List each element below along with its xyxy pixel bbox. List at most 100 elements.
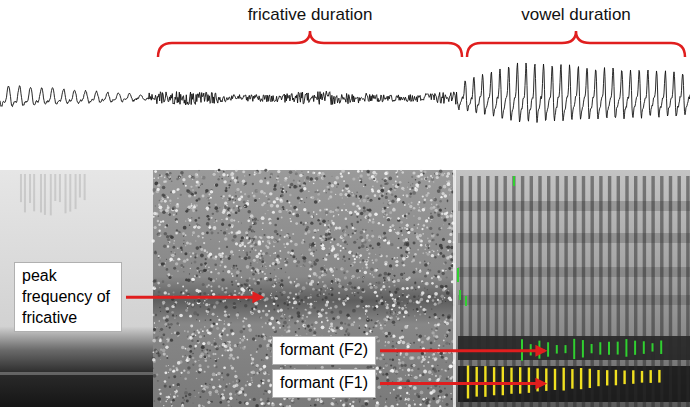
speckle	[343, 230, 346, 233]
speckle	[227, 199, 229, 201]
speckle	[404, 227, 406, 229]
speckle	[367, 316, 368, 317]
speckle	[406, 224, 409, 227]
speckle	[277, 241, 279, 243]
speckle	[204, 335, 206, 337]
speckle	[361, 244, 365, 248]
speckle	[346, 226, 348, 228]
speckle	[358, 207, 360, 209]
speckle	[447, 314, 451, 318]
speckle	[184, 252, 187, 255]
speckle	[314, 327, 316, 329]
speckle	[407, 303, 408, 304]
speckle	[368, 221, 369, 222]
speckle	[328, 293, 329, 294]
speckle	[422, 195, 424, 197]
speckle	[159, 257, 161, 259]
speckle	[323, 190, 325, 192]
speckle	[376, 401, 379, 404]
speckle	[252, 183, 254, 185]
speckle	[306, 226, 309, 229]
speckle	[192, 189, 194, 191]
speckle	[240, 387, 243, 390]
speckle	[441, 213, 443, 215]
speckle	[197, 314, 200, 317]
spectrogram	[0, 169, 690, 407]
speckle	[197, 235, 199, 237]
speckle	[445, 301, 446, 302]
speckle	[181, 251, 182, 252]
speckle	[313, 251, 315, 253]
speckle	[235, 211, 238, 214]
speckle	[168, 213, 169, 214]
speckle	[175, 231, 178, 234]
speckle	[420, 391, 424, 395]
speckle	[383, 202, 384, 203]
speckle	[316, 398, 319, 401]
faint-pulse	[54, 174, 56, 201]
low-band-line	[0, 372, 153, 375]
speckle	[173, 291, 175, 293]
speckle	[333, 216, 334, 217]
speckle	[339, 310, 343, 314]
speckle	[225, 385, 227, 387]
speckle	[436, 204, 438, 206]
speckle	[163, 405, 164, 406]
speckle	[211, 344, 212, 345]
speckle	[281, 216, 283, 218]
speckle	[415, 268, 417, 270]
speckle	[407, 368, 410, 371]
speckle	[299, 185, 301, 187]
speckle	[422, 252, 424, 254]
speckle	[387, 304, 389, 306]
speckle	[194, 300, 195, 301]
speckle	[419, 313, 421, 315]
speckle	[221, 196, 222, 197]
speckle	[154, 251, 157, 254]
speckle	[348, 317, 351, 320]
speckle	[268, 218, 271, 221]
speckle	[318, 281, 320, 283]
speckle	[238, 206, 241, 209]
speckle	[444, 369, 446, 371]
speckle	[443, 345, 445, 347]
speckle	[185, 355, 186, 356]
speckle	[205, 189, 209, 193]
speckle	[391, 200, 394, 203]
speckle	[163, 352, 166, 355]
speckle	[439, 352, 443, 356]
speckle	[197, 225, 201, 229]
speckle	[406, 278, 409, 281]
speckle	[198, 364, 201, 367]
speckle	[282, 325, 284, 327]
speckle	[203, 292, 206, 295]
speckle	[251, 248, 253, 250]
speckle	[173, 375, 176, 378]
speckle	[403, 190, 404, 191]
speckle	[309, 268, 311, 270]
speckle	[424, 177, 428, 181]
speckle	[346, 270, 349, 273]
speckle	[222, 197, 224, 199]
speckle	[367, 305, 370, 308]
speckle	[172, 314, 175, 317]
speckle	[308, 191, 309, 192]
speckle	[279, 403, 282, 406]
speckle	[313, 211, 315, 213]
speckle	[397, 314, 398, 315]
speckle	[433, 198, 437, 202]
speckle	[385, 318, 386, 319]
speckle	[347, 194, 350, 197]
speckle	[375, 175, 377, 177]
speckle	[289, 176, 290, 177]
speckle	[227, 174, 229, 176]
speckle	[223, 389, 225, 391]
speckle	[252, 382, 254, 384]
speckle	[248, 383, 251, 386]
speckle	[251, 313, 252, 314]
speckle	[287, 233, 290, 236]
speckle	[396, 400, 398, 402]
speckle	[420, 244, 423, 247]
speckle	[338, 226, 341, 229]
speckle	[415, 289, 416, 290]
